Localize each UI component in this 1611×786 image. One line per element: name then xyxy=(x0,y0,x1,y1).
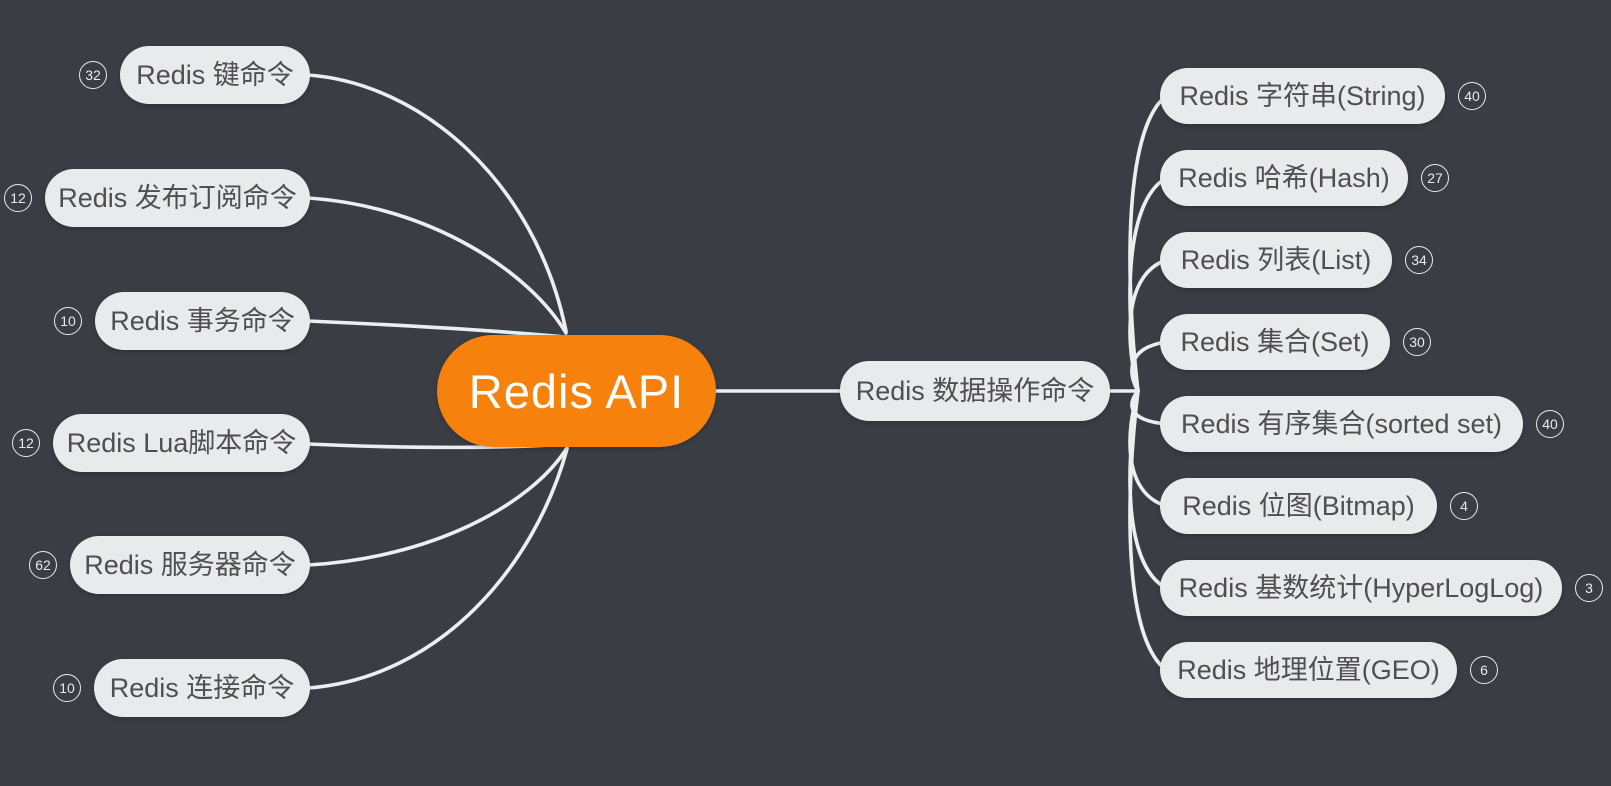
topic-label: Redis 连接命令 xyxy=(109,672,295,703)
topic-list[interactable]: Redis 列表(List) 34 xyxy=(1160,232,1433,288)
topic-label: Redis 事务命令 xyxy=(110,305,295,336)
topic-label: Redis 列表(List) xyxy=(1180,244,1372,275)
topic-label: Redis 有序集合(sorted set) xyxy=(1180,408,1503,439)
topic-label: Redis 位图(Bitmap) xyxy=(1182,490,1415,521)
count-badge-hash: 27 xyxy=(1421,164,1449,192)
topic-set[interactable]: Redis 集合(Set) 30 xyxy=(1160,314,1431,370)
edge-pubsub-commands xyxy=(306,196,568,335)
topic-label: Redis 地理位置(GEO) xyxy=(1177,654,1440,685)
topic-transaction-commands[interactable]: 10 Redis 事务命令 xyxy=(54,292,310,350)
count-badge-transaction-commands: 10 xyxy=(54,307,82,335)
topic-label: Redis Lua脚本命令 xyxy=(66,427,297,458)
topic-label: Redis 数据操作命令 xyxy=(855,375,1095,406)
topic-pubsub-commands[interactable]: 12 Redis 发布订阅命令 xyxy=(4,169,310,227)
topic-label: Redis 集合(Set) xyxy=(1180,326,1370,357)
count-badge-hyperloglog: 3 xyxy=(1575,574,1603,602)
topic-hyperloglog[interactable]: Redis 基数统计(HyperLogLog) 3 xyxy=(1160,560,1603,616)
count-badge-bitmap: 4 xyxy=(1450,492,1478,520)
topic-hash[interactable]: Redis 哈希(Hash) 27 xyxy=(1160,150,1449,206)
edge-list xyxy=(1128,258,1168,393)
topic-label: Redis 发布订阅命令 xyxy=(58,182,297,213)
root-topic-redis-api[interactable]: Redis API xyxy=(437,335,716,447)
count-badge-lua-script-commands: 12 xyxy=(12,429,40,457)
topic-label: Redis 服务器命令 xyxy=(84,549,296,580)
topic-bitmap[interactable]: Redis 位图(Bitmap) 4 xyxy=(1160,478,1478,534)
root-topic-label: Redis API xyxy=(468,364,685,418)
topic-server-commands[interactable]: 62 Redis 服务器命令 xyxy=(29,536,310,594)
topic-sorted-set[interactable]: Redis 有序集合(sorted set) 40 xyxy=(1160,396,1564,452)
topic-key-commands[interactable]: 32 Redis 键命令 xyxy=(79,46,310,104)
count-badge-server-commands: 62 xyxy=(29,551,57,579)
edge-transaction-commands xyxy=(306,319,568,339)
count-badge-geo: 6 xyxy=(1470,656,1498,684)
edge-geo xyxy=(1128,389,1168,672)
count-badge-connection-commands: 10 xyxy=(53,674,81,702)
edge-server-commands xyxy=(306,446,569,567)
topic-lua-script-commands[interactable]: 12 Redis Lua脚本命令 xyxy=(12,414,310,472)
topic-string[interactable]: Redis 字符串(String) 40 xyxy=(1160,68,1486,124)
edge-set xyxy=(1130,340,1168,393)
topic-label: Redis 基数统计(HyperLogLog) xyxy=(1178,572,1544,603)
topic-label: Redis 键命令 xyxy=(136,59,294,90)
count-badge-key-commands: 32 xyxy=(79,61,107,89)
topic-label: Redis 字符串(String) xyxy=(1179,80,1426,111)
count-badge-list: 34 xyxy=(1405,246,1433,274)
count-badge-sorted-set: 40 xyxy=(1536,410,1564,438)
topic-geo[interactable]: Redis 地理位置(GEO) 6 xyxy=(1160,642,1498,698)
topic-connection-commands[interactable]: 10 Redis 连接命令 xyxy=(53,659,310,717)
edge-key-commands xyxy=(306,73,568,333)
edge-connection-commands xyxy=(306,447,569,690)
topic-label: Redis 哈希(Hash) xyxy=(1178,162,1390,193)
count-badge-set: 30 xyxy=(1403,328,1431,356)
count-badge-string: 40 xyxy=(1458,82,1486,110)
topic-data-operation-commands[interactable]: Redis 数据操作命令 xyxy=(840,361,1110,421)
count-badge-pubsub-commands: 12 xyxy=(4,184,32,212)
